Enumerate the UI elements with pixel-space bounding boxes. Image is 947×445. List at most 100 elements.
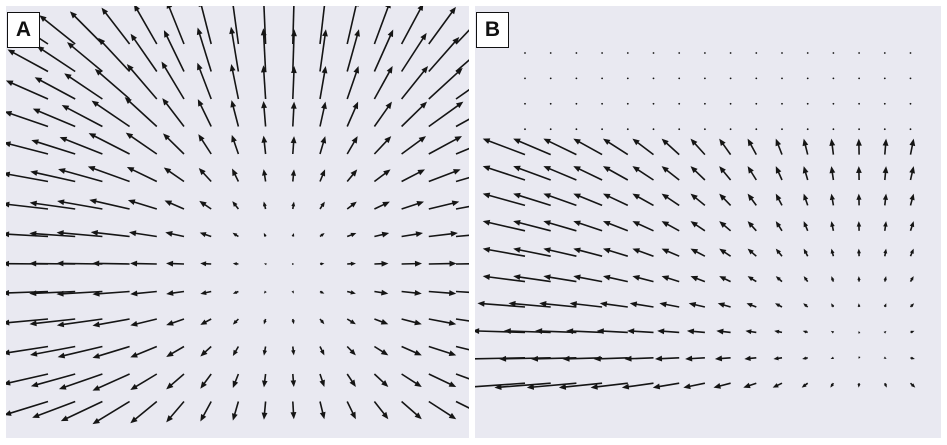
vector-arrow [92,373,130,391]
vector-arrow [909,276,914,283]
vector-arrow [775,276,783,283]
vector-arrow [319,318,325,325]
vector-arrow [291,290,294,294]
vector-arrow [29,318,76,327]
vector-arrow [197,99,212,127]
vector-arrow [455,205,469,210]
vector-arrow-dot [626,128,629,131]
vector-arrow [261,101,268,127]
vector-arrow [513,138,552,156]
vector-arrow [713,382,731,389]
vector-arrow [198,168,212,183]
vector-arrow [374,318,389,325]
vector-arrow [401,136,427,155]
vector-arrow [92,345,130,359]
vector-arrow [455,147,469,155]
vector-arrow [32,400,76,419]
vector-arrow [91,100,131,128]
vector-arrow [428,37,460,73]
vector-arrow [346,66,360,100]
vector-arrow [34,77,76,100]
vector-arrow-dot [832,102,835,105]
vector-arrow [262,201,267,210]
vector-arrow [290,101,297,127]
vector-arrow [858,330,861,334]
vector-arrow [6,318,49,326]
vector-arrow [482,192,526,207]
vector-arrow [374,231,390,238]
vector-arrow-dot [524,102,526,105]
vector-arrow-dot [704,102,706,105]
vector-arrow [909,193,915,206]
vector-arrow [346,232,357,238]
vector-arrow [57,345,103,359]
vector-arrow [92,400,131,425]
vector-arrow [566,328,603,335]
vector-arrow-dot [601,128,603,131]
vector-arrow [291,29,297,72]
vector-arrow-dot [781,102,783,105]
vector-arrow [401,345,422,356]
vector-arrow-dot [781,77,783,80]
vector-arrow [657,328,680,335]
vector-arrow [261,401,268,420]
vector-arrow-dot [626,77,629,80]
vector-arrow [162,98,185,127]
vector-arrow [130,373,158,391]
vector-arrow [199,200,212,210]
vector-arrow [232,201,240,210]
vector-arrow [373,101,392,127]
vector-arrow [290,136,297,155]
vector-arrow [319,290,325,294]
vector-arrow [374,260,389,267]
vector-arrow [632,166,654,181]
vector-arrow-dot [652,102,655,105]
vector-arrow [401,318,422,326]
vector-arrow [596,328,628,335]
vector-arrow-dot [781,52,783,54]
vector-arrow [632,221,654,232]
vector-arrow [573,138,603,156]
vector-arrow [373,373,389,388]
vector-arrow-dot [883,128,886,131]
vector-arrow [163,133,185,155]
vector-arrow-dot [549,52,552,54]
vector-arrow [130,345,158,358]
vector-arrow [261,373,268,388]
vector-arrow-dot [883,77,886,80]
vector-arrow [909,303,915,308]
vector-arrow [803,276,809,283]
vector-arrow [882,166,889,181]
vector-arrow [98,37,131,73]
vector-arrow [346,29,360,72]
vector-arrow [772,382,783,388]
vector-arrow [291,346,296,356]
vector-arrow [775,303,783,308]
vector-arrow [346,169,358,183]
vector-arrow [346,201,357,210]
vector-arrow [513,192,551,207]
vector-arrow-dot [704,77,706,80]
vector-arrow [196,27,212,72]
vector-arrow [261,135,268,155]
vector-arrow [260,28,267,72]
vector-arrow [543,138,577,156]
vector-arrow [200,345,212,357]
vector-arrow [31,139,76,155]
vector-arrow [690,138,706,156]
vector-arrow [690,193,706,207]
vector-arrow [87,166,130,183]
vector-arrow [29,345,76,357]
vector-arrow-dot [755,128,758,131]
vector-arrow [455,88,469,100]
vector-arrow [593,355,628,362]
vector-arrow [428,169,461,183]
vector-arrow-dot [806,128,809,131]
vector-arrow [513,274,551,283]
vector-arrow-dot [909,52,912,54]
vector-arrow [291,233,295,237]
vector-arrow [543,274,577,283]
vector-arrow [56,290,103,297]
vector-arrow-dot [806,102,809,105]
vector-arrow [747,221,757,232]
